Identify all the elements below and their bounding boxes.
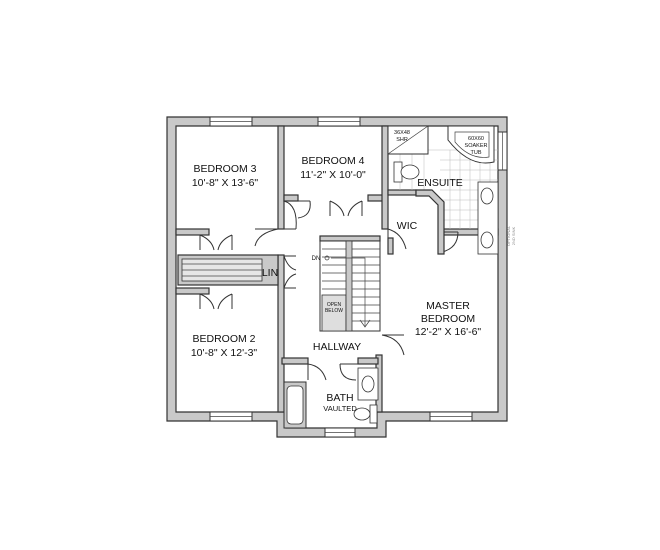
- bedroom2-label: BEDROOM 2: [192, 333, 255, 345]
- shower-stall: [387, 125, 429, 155]
- ensuite-vanity: [477, 181, 499, 255]
- bedroom4-size: 11'-2" X 10'-0": [300, 169, 366, 181]
- lin-label: LIN: [262, 267, 278, 279]
- side-note-1: OPTIONAL: [506, 225, 511, 246]
- swing-doors: [254, 200, 459, 381]
- tub-note-2: SOAKER: [465, 143, 488, 149]
- bedroom3-label: BEDROOM 3: [193, 163, 256, 175]
- linen-closet: [177, 254, 279, 286]
- interior-walls: [175, 125, 499, 413]
- bath-label: BATH: [326, 392, 353, 404]
- bath-sink: [357, 367, 379, 401]
- tub-note-3: TUB: [471, 150, 482, 156]
- shower-note-1: 36X48: [394, 130, 410, 136]
- master-label-1: MASTER: [426, 300, 470, 312]
- open-below-1: OPEN: [327, 302, 342, 308]
- bedroom2-size: 10'-8" X 12'-3": [191, 347, 258, 359]
- stair-dn-label: DN: [312, 256, 321, 262]
- ensuite-label: ENSUITE: [417, 177, 463, 189]
- bathtub: [283, 381, 307, 429]
- bath-toilet: [353, 404, 378, 424]
- closet-doors: [199, 200, 363, 310]
- soaker-tub: [447, 125, 495, 164]
- master-size: 12'-2" X 16'-6": [415, 326, 482, 338]
- hallway-label: HALLWAY: [313, 341, 361, 353]
- shower-note-2: SHR: [396, 137, 408, 143]
- open-below-2: BELOW: [325, 308, 343, 314]
- master-label-2: BEDROOM: [421, 313, 475, 325]
- window-panes: [210, 121, 503, 433]
- bath-note: VAULTED: [323, 404, 357, 413]
- bedroom3-size: 10'-8" X 13'-6": [192, 177, 259, 189]
- wic-wall: [415, 189, 445, 255]
- side-note-2: 2ND SINK: [511, 226, 516, 245]
- staircase: [319, 240, 381, 332]
- bedroom4-label: BEDROOM 4: [301, 155, 364, 167]
- ensuite-toilet: [393, 161, 420, 183]
- tub-note-1: 60X60: [468, 136, 484, 142]
- wic-label: WIC: [397, 220, 418, 232]
